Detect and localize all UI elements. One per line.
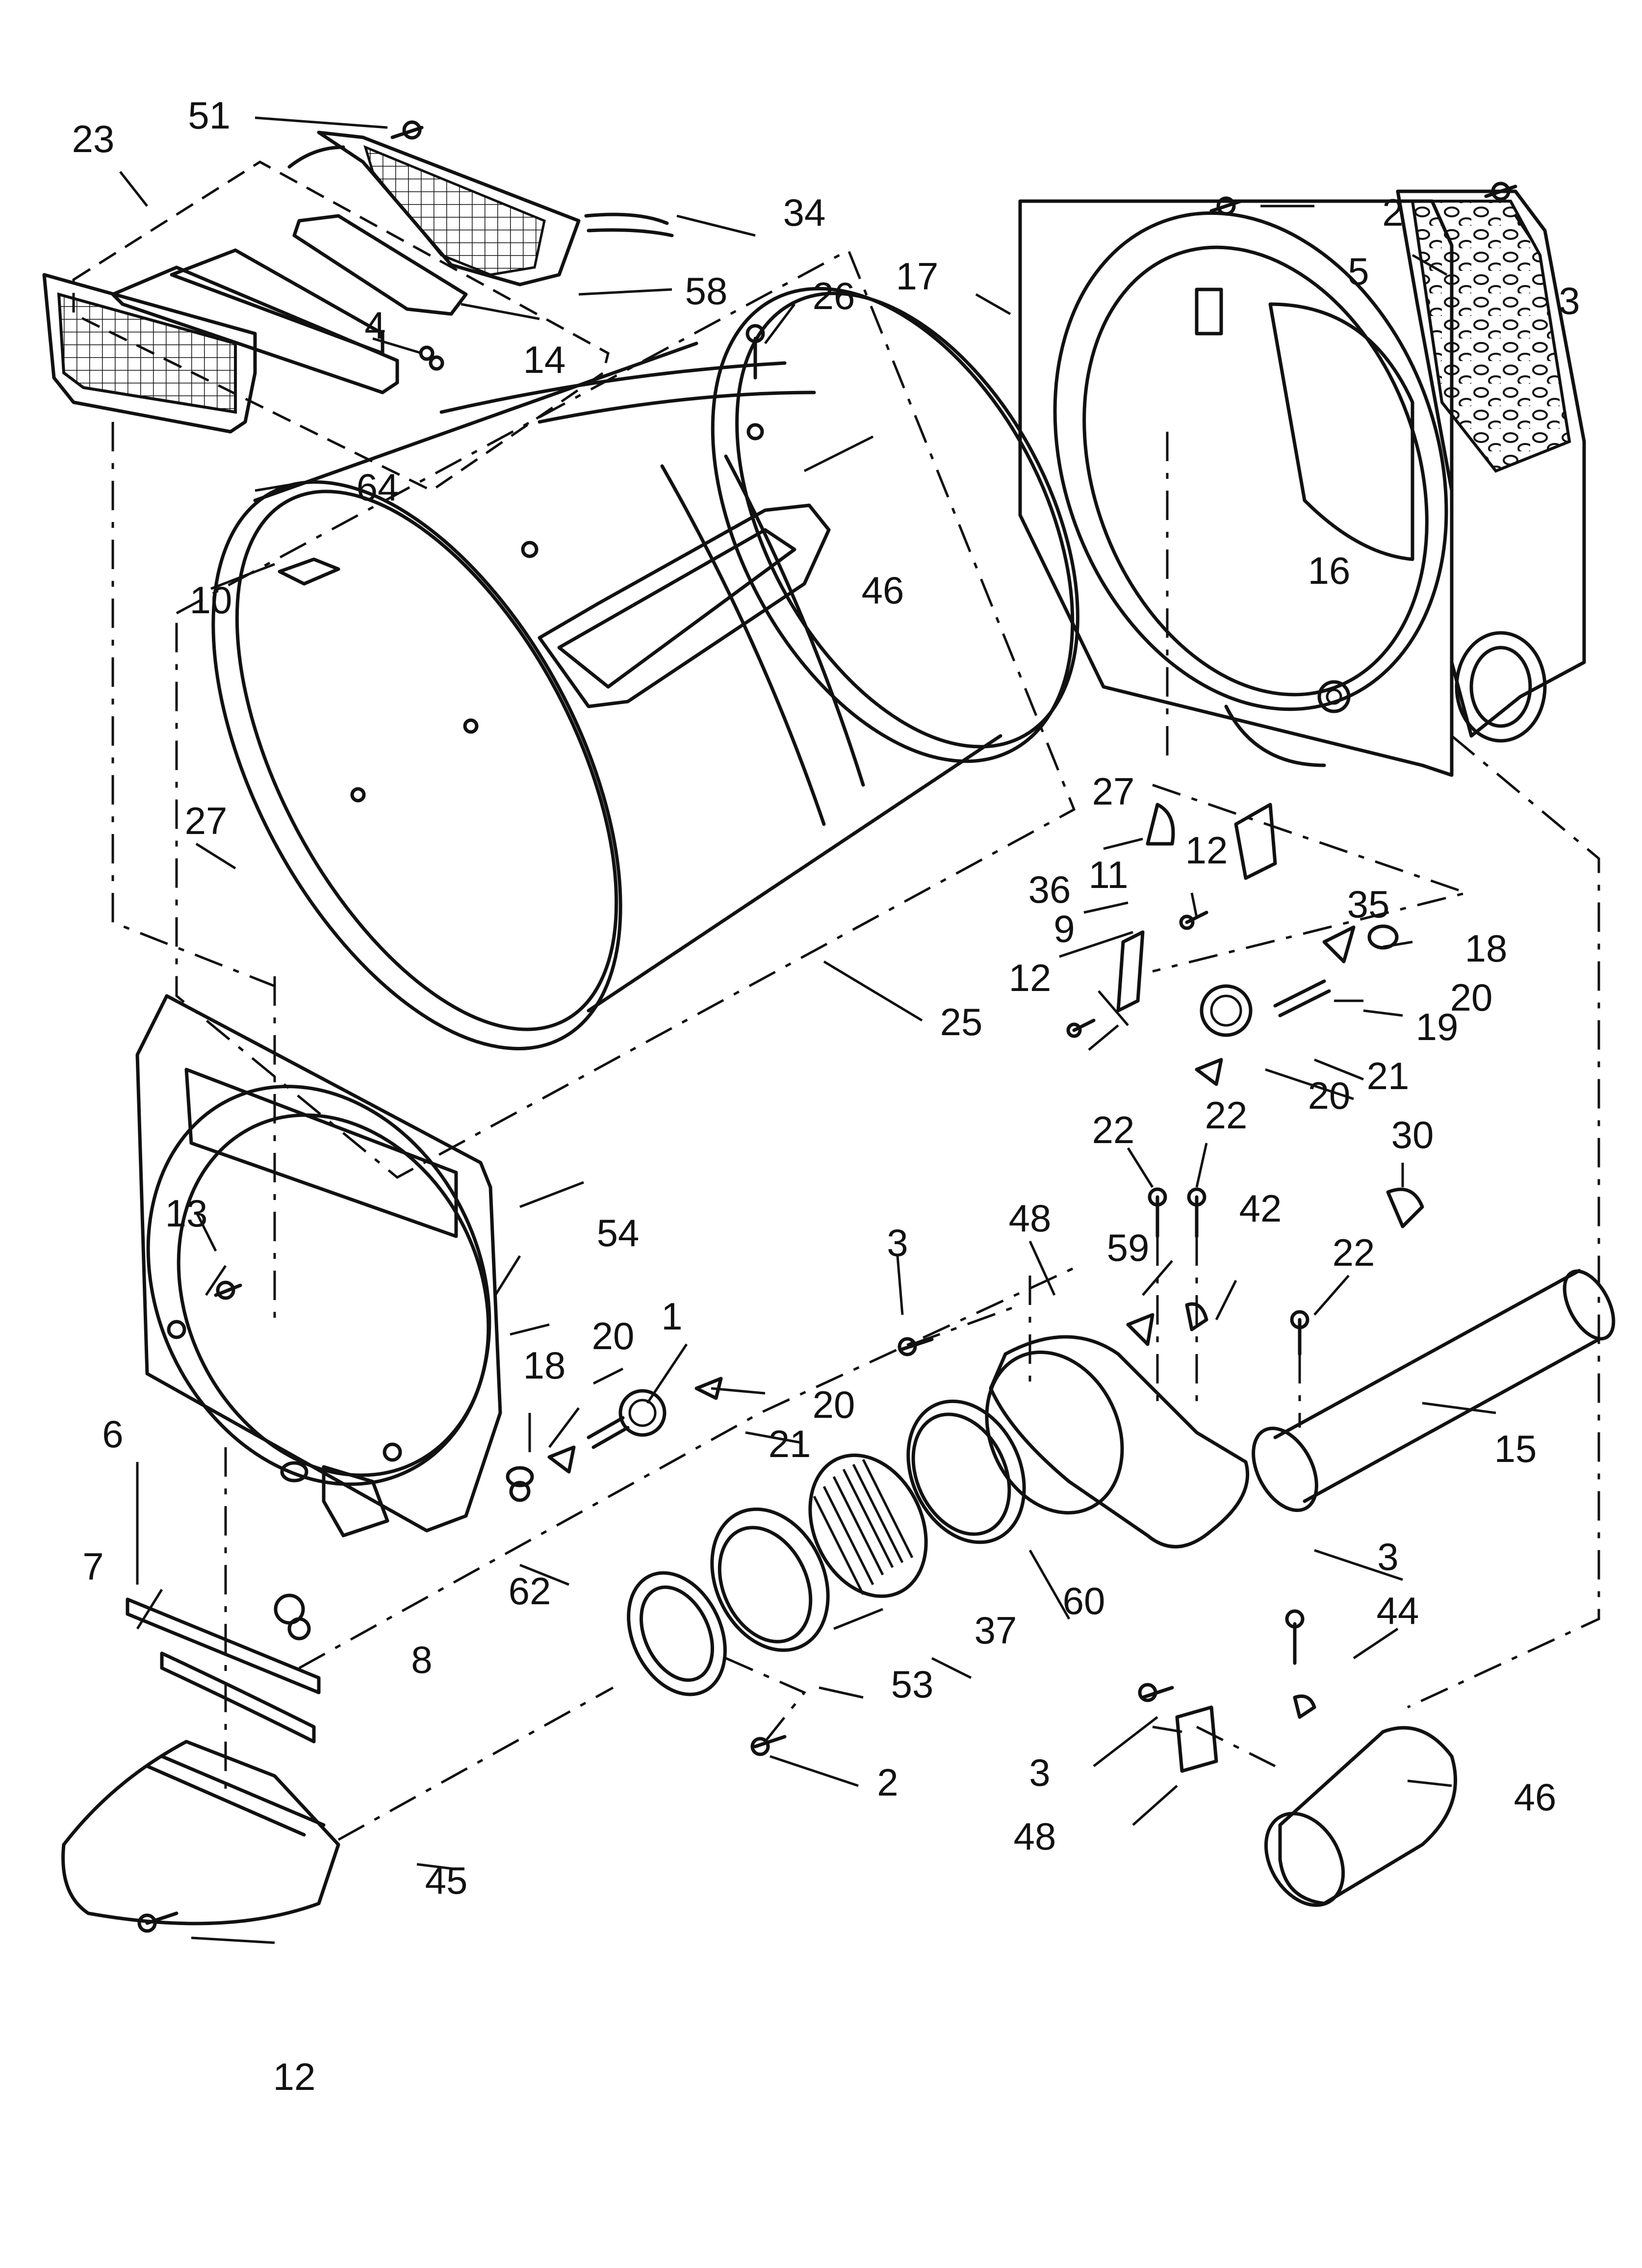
small-hardware	[274, 803, 1424, 1773]
callout-21a: 21	[1367, 1054, 1410, 1097]
callout-6: 6	[102, 1412, 123, 1456]
callout-20c: 20	[592, 1314, 635, 1357]
callout-11: 11	[1089, 853, 1129, 896]
callout-37: 37	[975, 1609, 1017, 1652]
callout-5: 5	[1348, 250, 1369, 293]
callout-22c: 22	[1333, 1231, 1375, 1274]
callout-3b: 3	[887, 1221, 908, 1264]
callout-30: 30	[1391, 1113, 1434, 1156]
callout-18b: 18	[523, 1344, 566, 1387]
callout-26: 26	[813, 274, 855, 317]
callout-60: 60	[1063, 1579, 1105, 1622]
callout-labels: 51 23 34 58 26 4 14 64 10 46 27 27 25 2 …	[72, 94, 1580, 2098]
callout-43: 44	[1377, 1589, 1419, 1632]
blower-assembly	[627, 1335, 1250, 1696]
callout-62: 62	[509, 1569, 551, 1613]
callout-23: 23	[72, 117, 115, 160]
callout-20b: 20	[1308, 1074, 1351, 1117]
callout-12c: 12	[273, 2055, 316, 2098]
drum	[175, 248, 1079, 1179]
callout-27b: 27	[1092, 770, 1135, 813]
callout-3c: 3	[1377, 1535, 1398, 1578]
exhaust-tube	[1252, 1269, 1616, 1512]
callout-64: 64	[357, 466, 399, 509]
rear-bulkhead	[1018, 199, 1454, 777]
callout-22b: 22	[1205, 1094, 1248, 1137]
callout-53: 46	[862, 569, 904, 612]
callout-2b: 2	[877, 1761, 898, 1804]
callout-1: 1	[661, 1295, 682, 1338]
rear-exhaust-duct	[1396, 189, 1586, 743]
callout-59: 59	[1107, 1226, 1150, 1269]
front-bulkhead	[135, 994, 502, 1538]
callout-20a: 20	[1450, 976, 1493, 1019]
callout-12b: 12	[1009, 956, 1052, 999]
callout-52: 53	[891, 1663, 934, 1706]
callout-20d: 20	[813, 1383, 855, 1426]
front-panel-pieces	[61, 1461, 340, 1926]
callout-2a: 2	[1382, 191, 1403, 234]
callout-7: 7	[82, 1545, 103, 1588]
callout-17: 17	[896, 255, 939, 298]
callout-12a: 12	[1185, 829, 1228, 872]
callout-14: 14	[523, 338, 566, 381]
callout-27a: 27	[185, 799, 228, 842]
lint-screen-assembly	[42, 130, 674, 586]
callout-42: 42	[1239, 1187, 1282, 1230]
callout-58: 58	[685, 269, 728, 313]
callout-46: 46	[1514, 1775, 1557, 1819]
callout-16: 16	[1308, 549, 1351, 592]
callout-34: 34	[783, 191, 826, 234]
callout-25: 25	[940, 1000, 983, 1043]
callout-18a: 18	[1465, 927, 1508, 970]
callout-48: 48	[1014, 1815, 1056, 1858]
assembly-lines	[111, 422, 1600, 1841]
callout-45: 45	[425, 1859, 468, 1902]
callout-9: 10	[190, 578, 232, 622]
callout-44: 48	[1009, 1197, 1052, 1240]
leader-lines	[119, 116, 1537, 1944]
callout-15: 15	[1494, 1427, 1537, 1470]
blower-wheel-fins	[813, 1459, 914, 1595]
callout-19: 19	[1416, 1005, 1459, 1048]
callout-10: 9	[1053, 907, 1075, 950]
callout-4: 4	[364, 304, 385, 347]
callout-3d: 3	[1029, 1751, 1050, 1794]
callout-13: 13	[165, 1192, 208, 1235]
screws	[137, 120, 1517, 1933]
callout-51: 51	[188, 94, 231, 137]
callout-3a: 3	[1559, 279, 1580, 322]
callout-21b: 21	[769, 1422, 811, 1465]
callout-36: 36	[1028, 868, 1071, 911]
callout-35: 35	[1347, 883, 1390, 926]
callout-22a: 22	[1092, 1108, 1135, 1151]
vent-hood	[1264, 1726, 1457, 1907]
callout-54: 54	[597, 1211, 640, 1254]
callout-8: 8	[411, 1638, 432, 1681]
